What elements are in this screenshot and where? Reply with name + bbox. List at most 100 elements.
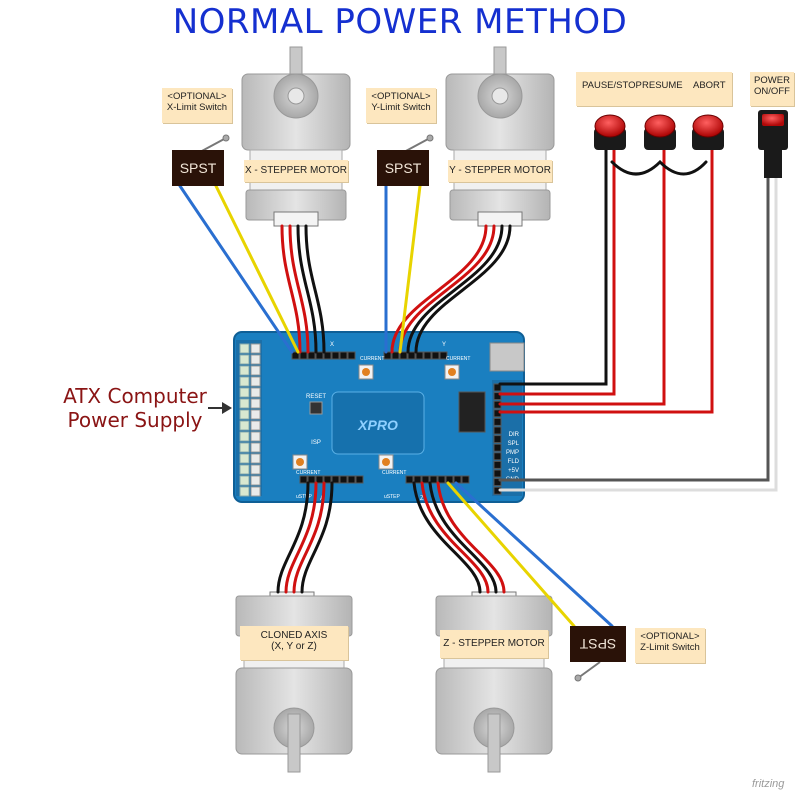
header-pin [315,351,324,360]
header-pin [423,351,432,360]
right-pin-label: PMP [506,450,519,456]
x-limit-optional: <OPTIONAL> [167,91,227,102]
terminal [250,365,261,376]
terminal [239,343,250,354]
diagram-title: NORMAL POWER METHOD [172,2,628,42]
z-switch-wire-blue [454,481,614,628]
axis-label: X [330,342,334,348]
cloned-motor-wire [276,481,310,594]
terminal [250,376,261,387]
terminal [250,453,261,464]
header-pin [399,351,408,360]
cloned-axis-title: CLONED AXIS [260,630,328,641]
z-stepper-motor [435,591,553,773]
header-pin [431,351,440,360]
ustep-label: uSTEP [296,494,313,500]
header-pin [339,351,348,360]
x-limit-title: X-Limit Switch [166,102,228,113]
potentiometer-knob [448,368,456,376]
resume-button-cap [644,114,676,138]
button-jumper [610,159,708,176]
header-pin [413,475,422,484]
atx-label-line1: ATX Computer [63,384,207,408]
abort-button[interactable] [692,114,724,150]
cloned-motor-wire [292,481,326,594]
cloned-motor-label: CLONED AXIS (X, Y or Z) [240,626,348,660]
z-motor-wire [412,481,482,594]
right-pin [493,426,502,435]
atx-arrow [208,402,232,414]
terminal [239,431,250,442]
z-switch-wire-yellow [446,481,576,628]
header-pin [323,475,332,484]
power-note: POWER ON/OFF [750,72,794,106]
z-limit-note: <OPTIONAL> Z-Limit Switch [635,628,705,663]
atx-label-line2: Power Supply [67,408,203,432]
header-pin [391,351,400,360]
header-pin [299,351,308,360]
terminal [250,464,261,475]
wires [178,148,778,628]
y-motor-wire [390,224,488,354]
y-switch-label: SPST [385,160,422,176]
header-pin [437,475,446,484]
z-limit-switch[interactable]: SPST [570,626,626,682]
pause-button[interactable] [594,114,626,150]
y-stepper-motor [445,46,555,227]
header-pin [339,475,348,484]
reset-button[interactable] [309,401,323,415]
right-pin [493,392,502,401]
terminal [250,387,261,398]
terminal [250,343,261,354]
x-limit-note: <OPTIONAL> X-Limit Switch [162,88,232,123]
z-switch-label: SPST [579,636,616,652]
terminal [239,398,250,409]
x-switch-wire-yellow [214,184,300,354]
potentiometer-knob [382,458,390,466]
terminal [239,442,250,453]
ustep-label: uSTEP [384,494,401,500]
x-switch-label: SPST [180,160,217,176]
buttons-note: PAUSE/STOP RESUME ABORT [576,72,732,106]
potentiometer-knob [296,458,304,466]
y-switch-wire-yellow [398,184,422,354]
resume-wire-red [498,148,666,406]
resume-button[interactable] [644,114,676,150]
z-limit-optional: <OPTIONAL> [640,631,700,642]
x-motor-wire [304,224,326,354]
y-limit-switch[interactable]: SPST [377,134,434,186]
reset-label: RESET [306,394,326,400]
header-pin [331,351,340,360]
power-switch[interactable] [758,110,788,178]
header-pin [407,351,416,360]
terminal [250,486,261,497]
right-pin [493,443,502,452]
terminal [239,354,250,365]
right-pin-label: SPL [508,441,520,447]
header-pin [421,475,430,484]
current-label: CURRENT [446,356,470,362]
header-pin [355,475,364,484]
z-motor-wire [428,481,498,594]
x-motor-label: X - STEPPER MOTOR [244,160,348,182]
fritzing-watermark: fritzing [752,778,785,790]
y-limit-title: Y-Limit Switch [371,102,431,113]
potentiometer-knob [362,368,370,376]
current-label: CURRENT [296,470,320,476]
x-switch-wire-blue [178,184,294,354]
y-motor-label: Y - STEPPER MOTOR [448,160,552,182]
header-pin [331,475,340,484]
terminal [239,475,250,486]
cloned-axis-sub: (X, Y or Z) [271,641,317,652]
z-motor-wire [436,481,506,594]
atx-label: ATX Computer Power Supply [55,384,215,432]
x-limit-switch[interactable]: SPST [172,134,230,186]
current-label: CURRENT [382,470,406,476]
y-limit-optional: <OPTIONAL> [371,91,431,102]
terminal [250,398,261,409]
header-pin [415,351,424,360]
terminal [239,387,250,398]
terminal [239,376,250,387]
